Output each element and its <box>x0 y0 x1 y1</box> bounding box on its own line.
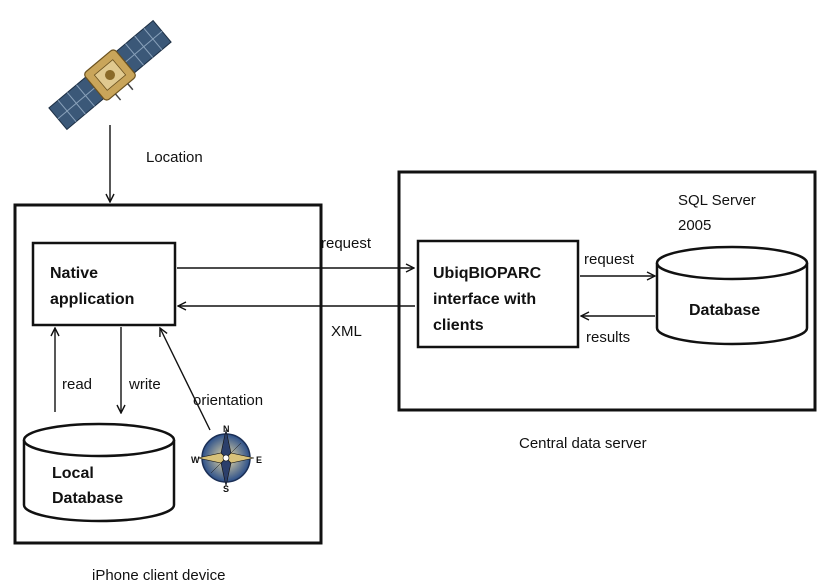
compass-rose-icon <box>197 429 255 487</box>
interface-line1: UbiqBIOPARC <box>433 265 542 282</box>
server-database-cylinder <box>655 245 809 346</box>
orientation-arrow <box>160 328 211 431</box>
read-label: read <box>62 376 92 393</box>
local-database-cylinder <box>22 422 176 523</box>
server-box <box>397 170 817 412</box>
compass-s: S <box>223 484 229 494</box>
interface-box <box>416 239 580 349</box>
results-label: results <box>586 329 630 346</box>
write-label: write <box>128 376 161 393</box>
request-label: request <box>321 235 372 252</box>
interface-line2: interface with <box>433 291 536 308</box>
local-db-line2: Database <box>52 490 123 507</box>
client-device-box <box>13 203 323 545</box>
interface-line3: clients <box>433 317 484 334</box>
location-label: Location <box>146 149 203 166</box>
compass-w: W <box>191 455 200 465</box>
native-app-line2: application <box>50 291 134 308</box>
database-label: Database <box>689 302 760 319</box>
client-device-caption: iPhone client device <box>92 567 225 584</box>
compass-n: N <box>223 424 230 434</box>
compass-e: E <box>256 455 262 465</box>
xml-label: XML <box>331 323 362 340</box>
sql-server-line1: SQL Server <box>678 192 756 209</box>
local-db-line1: Local <box>52 465 94 482</box>
native-app-line1: Native <box>50 265 98 282</box>
native-application-box <box>31 241 177 327</box>
sql-server-line2: 2005 <box>678 217 711 234</box>
server-caption: Central data server <box>519 435 647 452</box>
db-request-label: request <box>584 251 635 268</box>
satellite-icon <box>48 19 172 131</box>
orientation-label: orientation <box>193 392 263 409</box>
